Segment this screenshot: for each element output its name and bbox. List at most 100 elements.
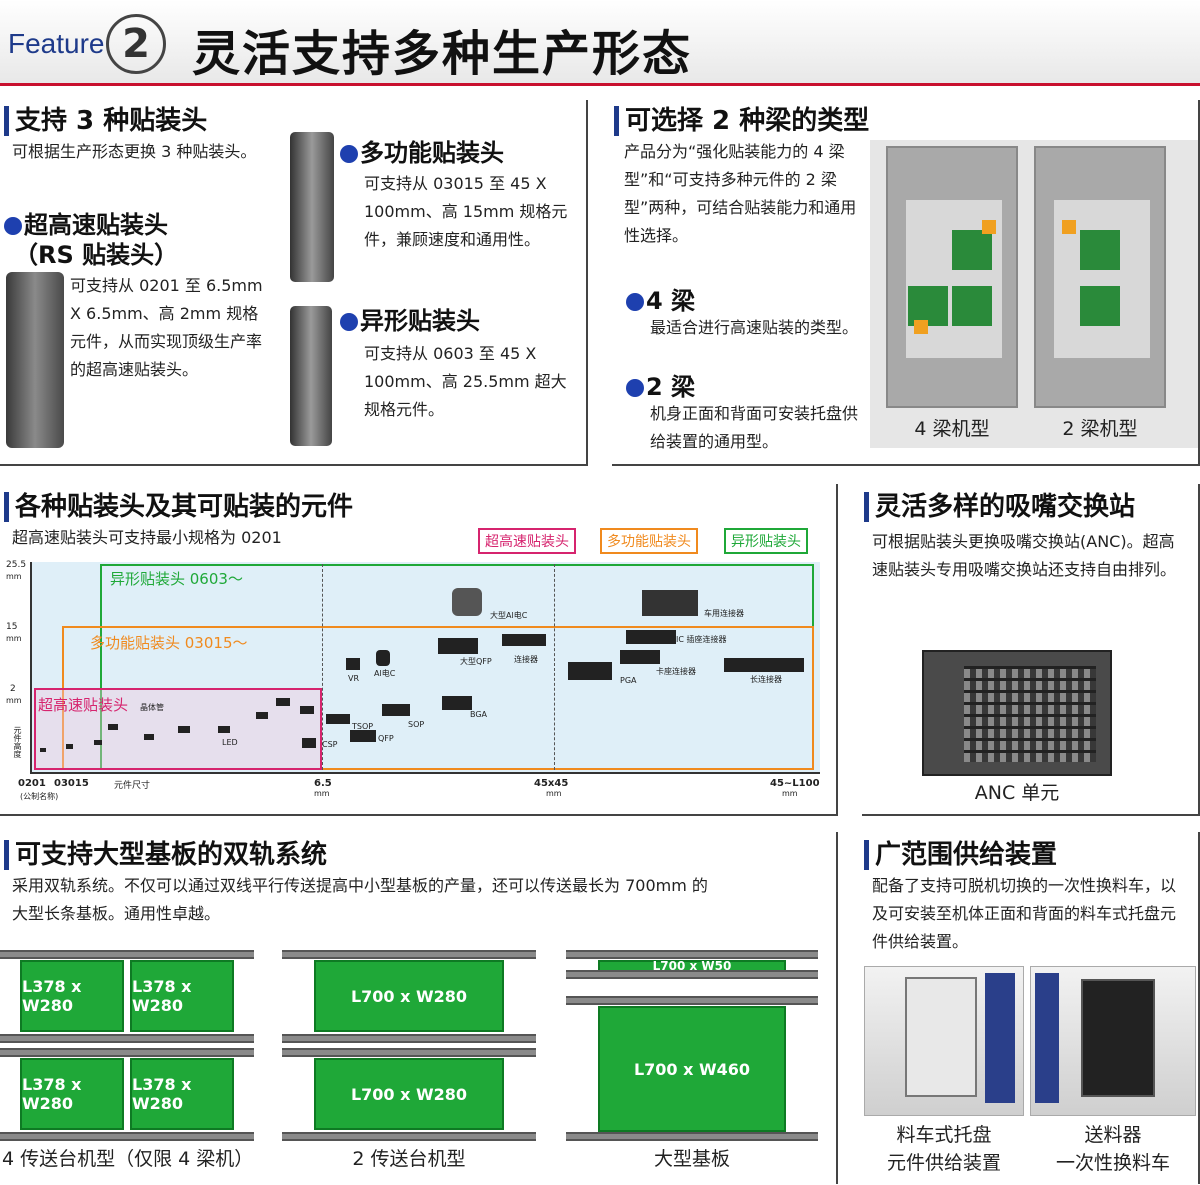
x-tick-45x45: 45x45 xyxy=(534,778,569,789)
component-chip xyxy=(256,712,268,719)
s5-title: 可支持大型基板的双轨系统 xyxy=(4,840,327,870)
s4-title: 灵活多样的吸嘴交换站 xyxy=(864,492,1135,522)
feeder-cart-caption-1: 送料器 xyxy=(1084,1124,1142,1146)
bullet-icon xyxy=(626,379,644,397)
component-card-connector-label: 卡座连接器 xyxy=(656,667,696,676)
x-unit: mm xyxy=(546,789,562,798)
component-chip xyxy=(66,744,73,749)
rail xyxy=(566,1132,818,1141)
x-note: (公制名称) xyxy=(20,792,59,801)
y-tick-15: 15 xyxy=(6,622,18,632)
anc-caption: ANC 单元 xyxy=(974,782,1060,804)
component-large-qfp-label: 大型QFP xyxy=(460,657,492,666)
y-tick-25: 25.5 xyxy=(6,560,27,570)
component-qfp-label: QFP xyxy=(378,734,394,743)
component-vr-label: VR xyxy=(348,674,360,683)
y-unit: mm xyxy=(6,634,22,643)
rail xyxy=(0,1048,254,1057)
rs-head-desc: 可支持从 0201 至 6.5mm X 6.5mm、高 2mm 规格元件，从而实… xyxy=(70,276,263,379)
rail xyxy=(282,1034,536,1043)
y-tick-2: 2 xyxy=(10,684,16,694)
component-connector xyxy=(502,634,546,646)
bullet-icon xyxy=(4,217,22,235)
component-sop xyxy=(382,704,410,716)
rs-head-subtitle: （RS 贴装头） xyxy=(14,241,179,269)
pcb-small: L378 x W280 xyxy=(130,1058,234,1130)
beam2-caption: 2 梁机型 xyxy=(1062,418,1138,440)
component-bga xyxy=(442,696,472,710)
multi-region xyxy=(62,626,814,770)
rail xyxy=(282,1132,536,1141)
component-large-al-cap xyxy=(452,588,482,616)
rs-region-label: 超高速贴装头 xyxy=(38,696,129,714)
component-csp xyxy=(302,738,316,748)
divider xyxy=(836,832,838,1184)
component-long-connector-label: 长连接器 xyxy=(750,675,782,684)
rail xyxy=(0,1034,254,1043)
caption-4-conveyor: 4 传送台机型（仅限 4 梁机） xyxy=(2,1148,254,1170)
rail xyxy=(0,1132,254,1141)
divider xyxy=(0,814,838,816)
s6-desc: 配备了支持可脱机切换的一次性换料车，以及可安装至机体正面和背面的料车式托盘元件供… xyxy=(872,876,1177,951)
divider xyxy=(836,484,838,814)
rail xyxy=(566,950,818,959)
x-axis-label: 元件尺寸 xyxy=(114,781,151,791)
component-long-connector xyxy=(724,658,804,672)
tray-feeder-image xyxy=(864,966,1024,1116)
s1-intro: 可根据生产形态更换 3 种贴装头。 xyxy=(12,142,257,161)
y-axis-label: 元件高度 xyxy=(13,726,22,758)
y-unit: mm xyxy=(6,696,22,705)
legend-rs: 超高速贴装头 xyxy=(478,528,576,554)
rs-head-title: 超高速贴装头 xyxy=(4,210,168,240)
page-title: 灵活支持多种生产形态 xyxy=(192,26,693,82)
component-auto-connector xyxy=(642,590,698,616)
feature-header xyxy=(0,0,1200,86)
rs-head-image xyxy=(6,272,64,448)
s4-desc: 可根据贴装头更换吸嘴交换站(ANC)。超高速贴装头专用吸嘴交换站还支持自由排列。 xyxy=(872,532,1177,579)
s1-title: 支持 3 种贴装头 xyxy=(4,106,207,136)
y-unit: mm xyxy=(6,572,22,581)
component-chip xyxy=(144,734,154,740)
multi-head-title: 多功能贴装头 xyxy=(340,138,504,168)
component-al-cap-label: Al电C xyxy=(374,669,396,678)
caption-large-board: 大型基板 xyxy=(653,1148,730,1170)
multi-head-desc: 可支持从 03015 至 45 X 100mm、高 15mm 规格元件，兼顾速度… xyxy=(364,174,568,249)
beam4-diagram xyxy=(886,146,1018,408)
divider xyxy=(1198,100,1200,464)
component-led-label: LED xyxy=(222,738,238,747)
divider xyxy=(0,464,588,466)
component-csp-label: CSP xyxy=(322,740,338,749)
legend-multi: 多功能贴装头 xyxy=(600,528,698,554)
rail xyxy=(282,950,536,959)
divider xyxy=(862,814,1200,816)
component-vr xyxy=(346,658,360,670)
s3-subtitle: 超高速贴装头可支持最小规格为 0201 xyxy=(12,528,282,547)
odd-head-image xyxy=(290,306,332,446)
component-pga xyxy=(568,662,612,680)
multi-head-image xyxy=(290,132,334,282)
x-tick-45-l100: 45~L100 xyxy=(770,778,820,789)
component-sop-label: SOP xyxy=(408,720,425,729)
feature-number-badge: 2 xyxy=(106,14,166,74)
component-chip xyxy=(276,698,290,706)
legend-odd: 异形贴装头 xyxy=(724,528,808,554)
component-auto-connector-label: 车用连接器 xyxy=(704,609,744,618)
component-tsop xyxy=(326,714,350,724)
component-large-qfp xyxy=(438,638,478,654)
rail xyxy=(566,996,818,1005)
pcb-small: L378 x W280 xyxy=(130,960,234,1032)
component-transistor-label: 晶体管 xyxy=(140,703,164,712)
beam4-desc: 最适合进行高速贴装的类型。 xyxy=(650,318,859,337)
component-ic-socket-label: IC 插座连接器 xyxy=(676,635,727,644)
odd-region-label: 异形贴装头 0603～ xyxy=(110,570,243,588)
rail xyxy=(566,970,818,979)
odd-head-desc: 可支持从 0603 至 45 X 100mm、高 25.5mm 超大规格元件。 xyxy=(364,344,567,419)
component-bga-label: BGA xyxy=(470,710,488,719)
component-pga-label: PGA xyxy=(620,676,637,685)
component-card-connector xyxy=(620,650,660,664)
s3-title: 各种贴装头及其可贴装的元件 xyxy=(4,492,353,522)
beam4-caption: 4 梁机型 xyxy=(914,418,990,440)
pcb-big: L700 x W460 xyxy=(598,1006,786,1132)
divider xyxy=(1198,832,1200,1184)
x-tick-03015: 03015 xyxy=(54,778,89,789)
